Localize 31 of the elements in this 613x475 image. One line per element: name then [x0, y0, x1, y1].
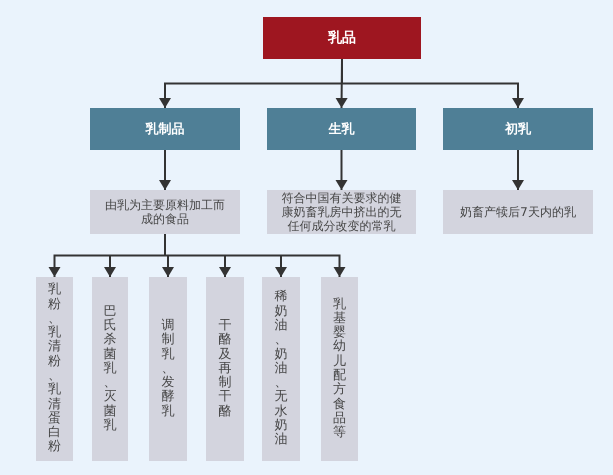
- node-label: 奶畜产犊后7天内的乳: [460, 204, 576, 220]
- category-box: [90, 108, 240, 150]
- description-box: [267, 190, 416, 234]
- category-box: [267, 108, 416, 150]
- item-column: [149, 277, 187, 461]
- item-column: [262, 277, 300, 461]
- item-column: [36, 277, 73, 461]
- node-label: 初乳: [505, 120, 531, 138]
- node-label: 乳制品: [146, 121, 184, 138]
- node-label: 符合中国有关要求的健康奶畜乳房中挤出的无任何成分改变的常乳: [280, 190, 402, 234]
- column-label: 干酪及再制干酪: [218, 318, 232, 420]
- arrow: [164, 234, 346, 277]
- arrow: [336, 150, 348, 190]
- description-box: [90, 190, 240, 234]
- node-label: 生乳: [328, 121, 354, 138]
- item-column: [321, 277, 358, 461]
- node-label: 乳品: [328, 29, 356, 47]
- item-column: [206, 277, 244, 461]
- column-label: 乳基婴幼儿配方食品等: [333, 298, 346, 440]
- arrow: [341, 59, 524, 108]
- column-label: 稀奶油、奶油、无水奶油: [274, 290, 288, 448]
- arrow: [159, 150, 171, 190]
- description-box: [443, 190, 593, 234]
- column-label: 调制乳、发酵乳: [162, 318, 174, 420]
- arrow: [512, 150, 524, 190]
- category-box: [443, 108, 593, 150]
- item-column: [92, 277, 128, 461]
- root-box: [263, 17, 421, 59]
- node-label: 由乳为主要原料加工而成的食品: [104, 198, 226, 226]
- column-label: 乳粉、乳清粉、乳清蛋白粉: [48, 283, 61, 455]
- column-label: 巴氏杀菌乳、灭菌乳: [104, 304, 116, 434]
